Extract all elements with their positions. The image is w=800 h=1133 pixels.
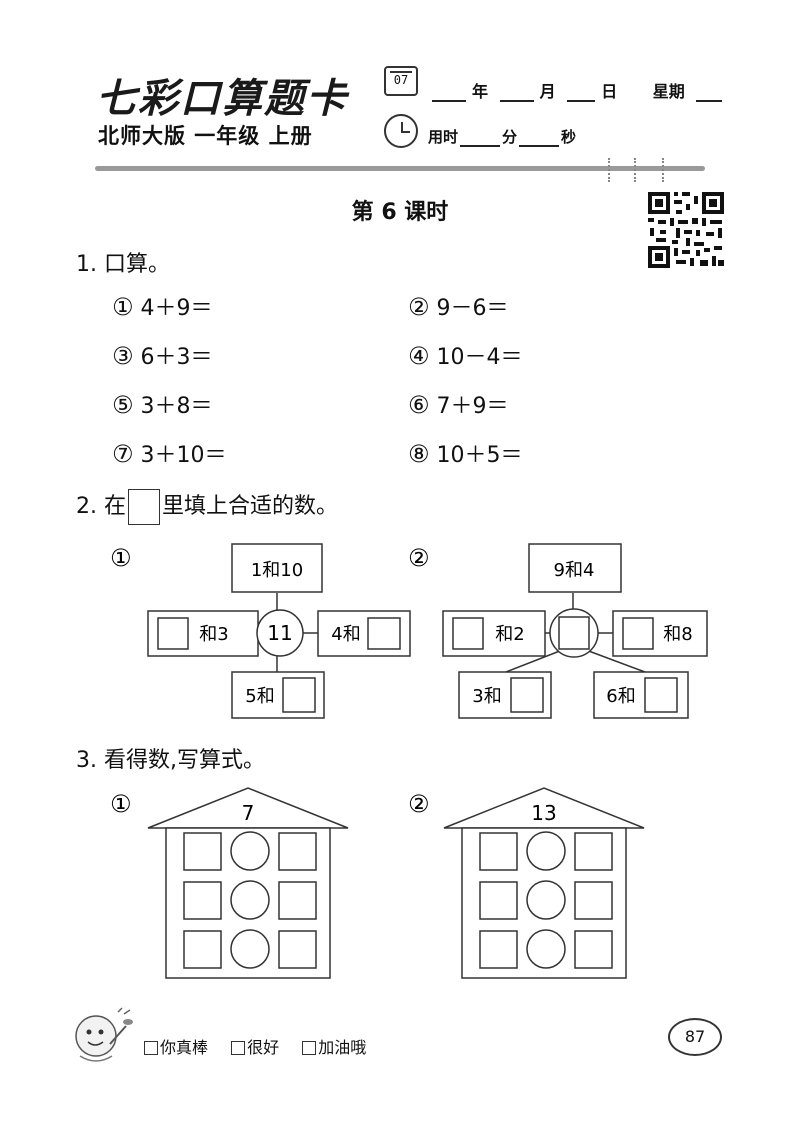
problem-expr: 10－4＝	[436, 345, 523, 370]
diagram2-br-blank[interactable]	[644, 677, 678, 713]
diagram2-bl-blank[interactable]	[510, 677, 544, 713]
clock-icon	[384, 114, 418, 148]
sample-blank-box	[127, 489, 160, 525]
diagram2-left-text: 和2	[495, 624, 524, 645]
rating-checkbox[interactable]	[231, 1041, 246, 1055]
house2-blank-box[interactable]	[574, 832, 613, 871]
rating-option[interactable]: 你真棒	[144, 1038, 208, 1057]
calendar-icon-text: 07	[393, 73, 409, 87]
problem-expr: 10＋5＝	[436, 443, 523, 468]
diagram2-top-text: 9和4	[554, 560, 595, 581]
decomposition-diagrams: ① 1和10 和3 11 4和 5和 ② 9和4 和2 和8 3和 6和	[110, 543, 708, 719]
rating-option[interactable]: 加油哦	[302, 1038, 366, 1057]
day-label: 日	[601, 82, 618, 101]
house1-operator-circle[interactable]	[230, 880, 270, 920]
house2-blank-box[interactable]	[574, 930, 613, 969]
house2-blank-box[interactable]	[479, 930, 518, 969]
section1-title: 1. 口算。	[76, 252, 170, 277]
date-line: 年 月 日 星期	[426, 78, 728, 102]
weekday-label: 星期	[652, 82, 685, 101]
problem-expr: 6＋3＝	[140, 345, 213, 370]
problem-3: ③ 6＋3＝	[112, 342, 213, 370]
diagram1-left-text: 和3	[199, 624, 228, 645]
house-diagrams: ① 7 ② 13	[110, 787, 645, 979]
problem-expr: 3＋8＝	[140, 394, 213, 419]
page-number: 87	[668, 1018, 722, 1056]
diagram1-top-box	[231, 543, 323, 593]
header-divider	[95, 166, 705, 171]
house1-operator-circle[interactable]	[230, 831, 270, 871]
mascot-icon	[75, 1007, 133, 1062]
problem-5: ⑤ 3＋8＝	[112, 391, 213, 419]
house2-blank-box[interactable]	[479, 881, 518, 920]
calendar-icon: 07	[384, 66, 418, 96]
section2-title: 2. 在里填上合适的数。	[76, 488, 338, 525]
diagram2-center-blank[interactable]	[558, 616, 590, 650]
decorative-dots	[602, 158, 672, 184]
problem-expr: 7＋9＝	[436, 394, 509, 419]
problem-6: ⑥ 7＋9＝	[408, 391, 509, 419]
diagram2-top-box	[528, 543, 622, 593]
diagram1-right-blank[interactable]	[367, 617, 401, 650]
edition-subtitle: 北师大版 一年级 上册	[98, 124, 313, 148]
problem-4: ④ 10－4＝	[408, 342, 523, 370]
house1-blank-box[interactable]	[278, 832, 317, 871]
rating-option[interactable]: 很好	[231, 1038, 279, 1057]
brand-title: 七彩口算题卡	[96, 76, 348, 122]
diagram1-right-text: 4和	[331, 624, 360, 645]
house1-value: 7	[242, 801, 255, 825]
house2-value: 13	[531, 801, 556, 825]
self-rating: 你真棒 很好 加油哦	[144, 1034, 384, 1058]
diagram2-left-blank[interactable]	[452, 617, 484, 650]
problem-expr: 4＋9＝	[140, 296, 213, 321]
house2-num: ②	[408, 790, 430, 818]
diagram2-right-blank[interactable]	[622, 617, 654, 650]
problem-1: ① 4＋9＝	[112, 293, 213, 321]
house1-blank-box[interactable]	[183, 832, 222, 871]
problem-8: ⑧ 10＋5＝	[408, 440, 523, 468]
house1-blank-box[interactable]	[278, 930, 317, 969]
house1-operator-circle[interactable]	[230, 929, 270, 969]
diagram1-num: ①	[110, 544, 132, 572]
month-label: 月	[539, 82, 556, 101]
rating-checkbox[interactable]	[302, 1041, 317, 1055]
diagram1-left-blank[interactable]	[157, 617, 189, 650]
house1-num: ①	[110, 790, 132, 818]
rating-checkbox[interactable]	[144, 1041, 158, 1055]
time-line: 用时 分 秒	[428, 126, 576, 147]
qr-code-icon	[646, 190, 726, 270]
house2-blank-box[interactable]	[574, 881, 613, 920]
house2-operator-circle[interactable]	[526, 880, 566, 920]
problem-expr: 9－6＝	[436, 296, 509, 321]
diagram1-center-text: 11	[267, 621, 292, 645]
lesson-title: 第 6 课时	[351, 200, 449, 225]
diagram2-right-text: 和8	[663, 624, 692, 645]
problem-7: ⑦ 3＋10＝	[112, 440, 227, 468]
house1-blank-box[interactable]	[278, 881, 317, 920]
house2-operator-circle[interactable]	[526, 831, 566, 871]
diagram1-top-text: 1和10	[251, 560, 303, 581]
minute-label: 分	[502, 128, 518, 146]
house2-blank-box[interactable]	[479, 832, 518, 871]
year-label: 年	[472, 82, 489, 101]
diagram2-br-text: 6和	[606, 686, 635, 707]
diagram2-bl-text: 3和	[472, 686, 501, 707]
problem-expr: 3＋10＝	[140, 443, 227, 468]
problem-2: ② 9－6＝	[408, 293, 509, 321]
diagram2-num: ②	[408, 544, 430, 572]
second-label: 秒	[561, 128, 577, 146]
time-used-label: 用时	[428, 128, 459, 146]
diagram1-bottom-blank[interactable]	[282, 677, 316, 713]
house1-blank-box[interactable]	[183, 881, 222, 920]
house2-operator-circle[interactable]	[526, 929, 566, 969]
diagram1-bottom-text: 5和	[245, 686, 274, 707]
diagram1-center-circle	[256, 609, 304, 657]
section3-title: 3. 看得数,写算式。	[76, 748, 265, 773]
house1-blank-box[interactable]	[183, 930, 222, 969]
